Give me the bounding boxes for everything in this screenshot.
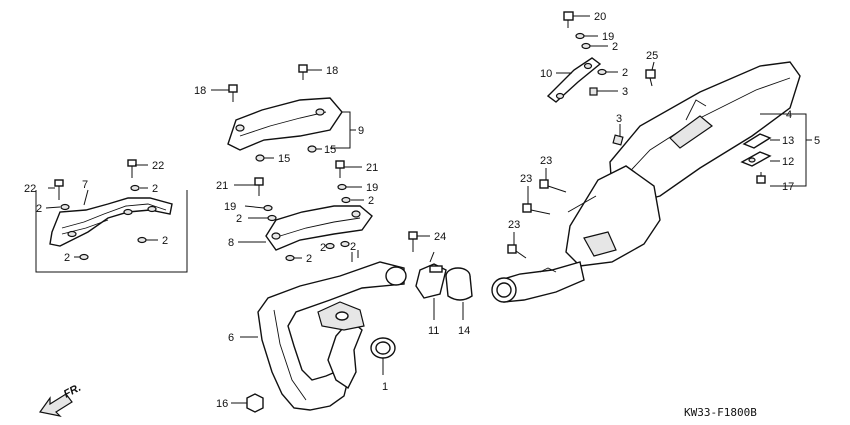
callout-19: 19 bbox=[224, 201, 236, 213]
front-direction-arrow-icon bbox=[38, 393, 73, 417]
washer-icon bbox=[137, 236, 147, 244]
callout-22: 22 bbox=[24, 183, 36, 195]
bolt-24-icon bbox=[408, 231, 418, 252]
callout-2: 2 bbox=[368, 195, 374, 207]
front-direction-label: FR. bbox=[62, 382, 83, 401]
washer-icon bbox=[79, 253, 89, 261]
heat-guard-8[interactable] bbox=[265, 205, 373, 251]
callout-10: 10 bbox=[540, 68, 552, 80]
callout-19: 19 bbox=[366, 182, 378, 194]
callout-14: 14 bbox=[458, 325, 470, 337]
callout-5: 5 bbox=[814, 135, 820, 147]
diagram-code: KW33-F1800B bbox=[684, 406, 757, 419]
callout-23: 23 bbox=[508, 219, 520, 231]
callout-15: 15 bbox=[324, 144, 336, 156]
callout-7: 7 bbox=[82, 179, 88, 191]
bolt-22b-icon bbox=[127, 159, 137, 178]
gasket-14[interactable] bbox=[445, 267, 473, 301]
band-12[interactable] bbox=[740, 151, 772, 167]
callout-20: 20 bbox=[594, 11, 606, 23]
callout-21: 21 bbox=[216, 180, 228, 192]
inset-box bbox=[35, 190, 188, 273]
bolt-23b-icon bbox=[522, 203, 551, 215]
callout-9: 9 bbox=[358, 125, 364, 137]
washer-icon bbox=[130, 184, 140, 192]
callout-4: 4 bbox=[786, 109, 792, 121]
callout-2: 2 bbox=[612, 41, 618, 53]
callout-8: 8 bbox=[228, 237, 234, 249]
callout-13: 13 bbox=[782, 135, 794, 147]
washer-2-icon bbox=[581, 42, 591, 50]
gasket-1[interactable] bbox=[370, 337, 396, 359]
bolt-18a-icon bbox=[228, 84, 238, 102]
callout-17: 17 bbox=[782, 181, 794, 193]
washer-icon bbox=[60, 203, 70, 211]
callout-3: 3 bbox=[616, 113, 622, 125]
washer-icon bbox=[285, 254, 295, 262]
washer-icon bbox=[325, 242, 335, 250]
band-13[interactable] bbox=[742, 133, 772, 149]
leader-lines bbox=[45, 15, 812, 404]
callout-2: 2 bbox=[306, 253, 312, 265]
callout-16: 16 bbox=[216, 398, 228, 410]
leader-line bbox=[567, 195, 597, 213]
washer-icon bbox=[267, 214, 277, 222]
callout-25: 25 bbox=[646, 50, 658, 62]
bolt-23c-icon bbox=[507, 244, 527, 259]
callout-3: 3 bbox=[622, 86, 628, 98]
bolt-21b-icon bbox=[335, 160, 345, 178]
bolt-23a-icon bbox=[539, 179, 567, 193]
grommet-icon bbox=[307, 145, 317, 153]
callout-1: 1 bbox=[382, 381, 388, 393]
callout-15: 15 bbox=[278, 153, 290, 165]
callout-2: 2 bbox=[350, 241, 356, 253]
callout-19: 19 bbox=[602, 31, 614, 43]
heat-guard-7[interactable] bbox=[49, 197, 173, 247]
nut-3-icon bbox=[589, 87, 598, 96]
callout-2: 2 bbox=[162, 235, 168, 247]
callout-2: 2 bbox=[36, 203, 42, 215]
callout-22: 22 bbox=[152, 160, 164, 172]
washer-19-icon bbox=[575, 32, 585, 40]
nut-16-icon bbox=[246, 393, 264, 413]
callout-2: 2 bbox=[622, 67, 628, 79]
washer-2-icon bbox=[597, 68, 607, 76]
exhaust-pipe-6[interactable] bbox=[257, 261, 407, 411]
heat-guard-9[interactable] bbox=[227, 97, 343, 151]
callout-24: 24 bbox=[434, 231, 446, 243]
callout-2: 2 bbox=[320, 242, 326, 254]
clamp-11[interactable] bbox=[415, 251, 447, 299]
callout-2: 2 bbox=[64, 252, 70, 264]
washer-icon bbox=[337, 183, 347, 191]
washer-icon bbox=[263, 204, 273, 212]
bolt-21a-icon bbox=[254, 177, 264, 196]
bolt-18b-icon bbox=[298, 64, 308, 80]
nut-3-icon bbox=[612, 134, 624, 146]
bolt-22a-icon bbox=[54, 179, 64, 200]
callout-12: 12 bbox=[782, 156, 794, 168]
callout-18: 18 bbox=[194, 85, 206, 97]
callout-11: 11 bbox=[428, 325, 439, 337]
callout-23: 23 bbox=[520, 173, 532, 185]
callout-18: 18 bbox=[326, 65, 338, 77]
callout-23: 23 bbox=[540, 155, 552, 167]
callout-6: 6 bbox=[228, 332, 234, 344]
bolt-25-icon bbox=[645, 69, 656, 87]
bolt-20-icon bbox=[563, 11, 574, 28]
bolt-17-icon bbox=[756, 172, 766, 184]
grommet-icon bbox=[255, 154, 265, 162]
callout-labels: 1 2 2 2 2 2 2 2 2 2 2 2 3 3 4 5 6 7 8 9 … bbox=[24, 11, 820, 410]
muffler-4[interactable] bbox=[491, 61, 801, 303]
bracket-10[interactable] bbox=[546, 57, 602, 103]
callout-21: 21 bbox=[366, 162, 378, 174]
washer-icon bbox=[340, 240, 350, 248]
washer-icon bbox=[341, 196, 351, 204]
callout-2: 2 bbox=[152, 183, 158, 195]
callout-2: 2 bbox=[236, 213, 242, 225]
